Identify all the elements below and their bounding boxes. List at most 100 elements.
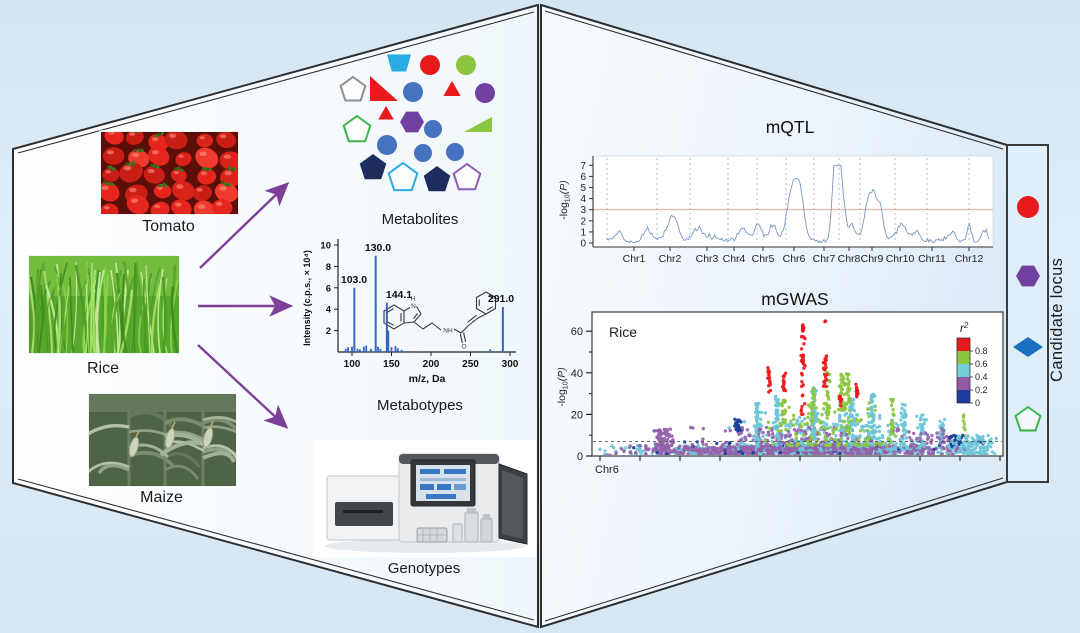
svg-text:200: 200 [423,359,440,370]
metabolites-shapes [339,54,495,192]
peak-label: 130.0 [365,242,391,254]
metabolite-shape-icon [377,135,397,155]
metabolite-shape-icon [443,81,461,96]
spectrum-peaks: 103.0 130.0 144.1 291.0 [341,242,514,352]
metabolite-shape-icon [452,162,482,191]
mgwas-legend: r2 0.8 0.6 0.4 0.2 0 [956,321,988,408]
chromosome-tick-label: Chr5 [752,253,775,265]
svg-text:8: 8 [326,262,331,273]
crop-label-maize: Maize [140,489,183,506]
metabolite-shape-icon [370,76,398,101]
svg-text:100: 100 [344,359,361,370]
crop-label-rice: Rice [86,360,119,377]
metabolite-shape-icon [339,75,367,102]
rice-photo [28,255,180,354]
svg-text:7: 7 [580,161,586,172]
chromosome-tick-label: Chr12 [955,253,984,265]
metabolite-shape-icon [423,166,451,192]
peak-label: 144.1 [386,289,412,301]
svg-text:250: 250 [462,359,479,370]
peak-label: 103.0 [341,274,367,286]
tomato-photo [100,131,239,215]
metabolite-shape-icon [387,54,411,72]
svg-text:r2: r2 [960,321,969,335]
svg-text:0: 0 [577,451,583,463]
chromosome-tick-label: Chr1 [623,253,646,265]
svg-text:0.8: 0.8 [975,346,988,356]
candidate-locus-label: Candidate locus [1048,257,1066,383]
svg-text:0.2: 0.2 [975,385,988,395]
svg-text:2: 2 [580,216,586,227]
metabolite-shape-icon [420,55,440,75]
svg-text:N: N [411,303,416,310]
candidate-marker-circle-icon [1016,196,1039,218]
candidate-locus-box [1006,144,1049,483]
svg-text:0: 0 [975,398,980,408]
candidate-marker-pentagon-icon [1013,405,1042,432]
spectrum-ylabel: Intensity (c.p.s., × 10⁴) [302,250,312,346]
svg-text:-log10(P): -log10(P) [556,367,570,406]
metabolite-shape-icon [378,106,394,120]
chromosome-tick-label: Chr6 [783,253,806,265]
inner-border-line [544,477,1004,622]
inner-border-line [17,11,535,154]
metabolite-shape-icon [400,111,424,133]
chromosome-tick-label: Chr3 [696,253,719,265]
chromosome-tick-label: Chr11 [918,253,946,265]
peak-label: 291.0 [488,293,514,305]
svg-text:5: 5 [580,183,586,194]
svg-text:6: 6 [580,172,586,183]
chromosome-tick-label: Chr2 [659,253,682,265]
mgwas-axes: 0 20 40 60 [571,326,1001,463]
metabotypes-label: Metabotypes [377,397,463,414]
chromosome-tick-label: Chr9 [861,253,884,265]
svg-text:O: O [461,344,466,351]
chromosome-tick-label: Chr10 [886,253,915,265]
svg-text:10: 10 [320,241,331,252]
chromosome-tick-label: Chr8 [838,253,861,265]
svg-text:6: 6 [326,283,331,294]
metabolite-shape-icon [359,154,387,180]
mgwas-title: mGWAS [761,289,829,309]
svg-text:2: 2 [326,326,331,337]
metabolite-shape-icon [424,120,442,138]
svg-text:150: 150 [383,359,400,370]
mgwas-scatter-points [598,319,998,455]
svg-text:300: 300 [502,359,519,370]
maize-photo [88,393,237,487]
metabolite-shape-icon [342,114,372,143]
metabolite-shape-icon [446,143,464,161]
svg-text:0.4: 0.4 [975,372,988,382]
inner-border-line [17,478,535,621]
svg-text:H: H [411,296,416,303]
metabolite-shape-icon [387,161,419,192]
svg-text:4: 4 [580,194,586,205]
mgwas-xlabel: Chr6 [595,464,619,476]
spectrum-xlabel: m/z, Da [409,373,446,385]
crop-label-tomato: Tomato [142,218,195,235]
genotypes-label: Genotypes [387,560,461,577]
svg-text:NH: NH [443,328,453,335]
mqtl-trace [606,164,990,244]
chromosome-tick-label: Chr7 [813,253,836,265]
mqtl-gridlines [606,158,970,243]
molecule-structure: H N NH O [383,291,497,351]
sequencer-machine-illustration [313,440,536,557]
metabolite-shape-icon [464,117,492,132]
metabolites-label: Metabolites [381,211,459,228]
metabolite-shape-icon [403,82,423,102]
svg-text:0: 0 [580,239,586,250]
mgwas-region-label: Rice [609,324,637,340]
svg-text:0.6: 0.6 [975,359,988,369]
inner-border-line [544,10,1004,150]
metabolite-shape-icon [475,83,495,103]
svg-text:20: 20 [571,409,583,421]
svg-text:40: 40 [571,368,583,380]
svg-text:60: 60 [571,326,583,338]
